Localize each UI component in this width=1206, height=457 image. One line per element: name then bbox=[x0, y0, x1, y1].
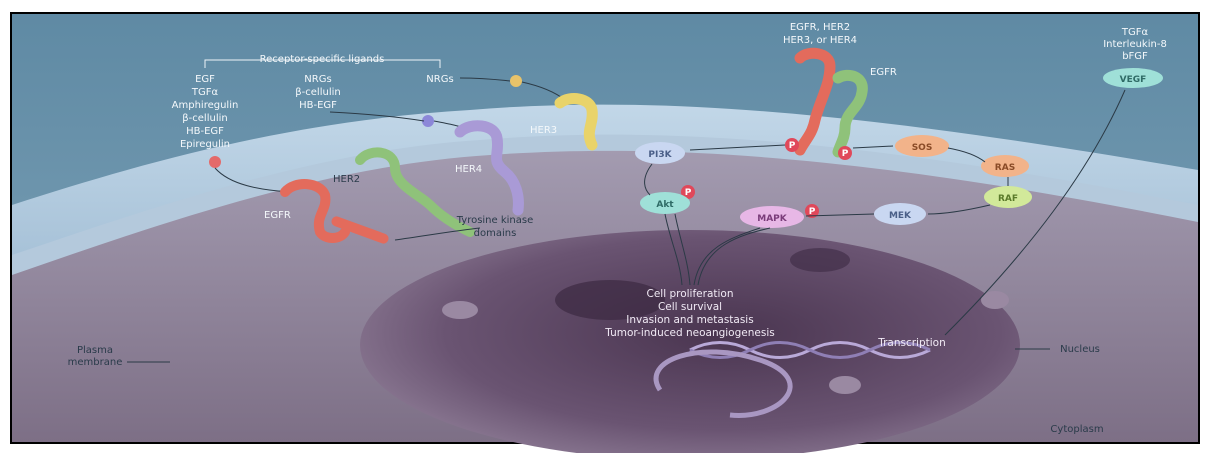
nuclear-pore-2 bbox=[442, 301, 478, 319]
node-pi3k-label: PI3K bbox=[648, 150, 672, 160]
label-transcription: Transcription bbox=[877, 337, 946, 349]
node-mek-label: MEK bbox=[889, 211, 912, 221]
phospho-3-label: P bbox=[685, 188, 692, 198]
node-pi3k: PI3K bbox=[635, 142, 685, 164]
node-vegf: VEGF bbox=[1103, 68, 1163, 88]
label-plasma-1: Plasma bbox=[77, 345, 113, 356]
label-egfr-left: EGFR bbox=[264, 210, 291, 221]
ligand-ball-egf bbox=[209, 156, 221, 168]
label-her2: HER2 bbox=[333, 174, 360, 185]
node-ras-label: RAS bbox=[995, 163, 1015, 173]
outcome-2: Cell survival bbox=[658, 301, 722, 313]
node-mek: MEK bbox=[874, 203, 926, 225]
label-her3: HER3 bbox=[530, 125, 557, 136]
label-cytoplasm: Cytoplasm bbox=[1050, 424, 1103, 435]
kinase-label-1: Tyrosine kinase bbox=[456, 215, 534, 226]
label-her4: HER4 bbox=[455, 164, 482, 175]
outcome-4: Tumor-induced neoangiogenesis bbox=[604, 327, 774, 339]
node-akt: Akt bbox=[640, 192, 690, 214]
ligand-g2-0: NRGs bbox=[304, 74, 331, 85]
ligand-g3: NRGs bbox=[426, 74, 453, 85]
outcome-3: Invasion and metastasis bbox=[626, 314, 753, 326]
node-raf: RAF bbox=[984, 186, 1032, 208]
ligand-bracket-title: Receptor-specific ligands bbox=[260, 54, 385, 65]
node-mapk: MAPK bbox=[740, 206, 804, 228]
node-vegf-label: VEGF bbox=[1120, 75, 1147, 85]
kinase-label-2: domains bbox=[474, 228, 517, 239]
secreted-line-2: Interleukin-8 bbox=[1103, 39, 1167, 50]
node-ras: RAS bbox=[981, 155, 1029, 177]
label-plasma-2: membrane bbox=[68, 357, 123, 368]
phospho-2-label: P bbox=[842, 149, 849, 159]
node-raf-label: RAF bbox=[998, 194, 1018, 204]
ligand-g1-2: Amphiregulin bbox=[172, 100, 239, 111]
secreted-line-3: bFGF bbox=[1122, 51, 1148, 62]
ligand-g1-4: HB-EGF bbox=[186, 126, 224, 137]
label-dimer-top-2: HER3, or HER4 bbox=[783, 35, 857, 46]
ligand-g1-3: β-cellulin bbox=[182, 113, 227, 124]
nuclear-pore-1 bbox=[790, 248, 850, 272]
ligand-g1-0: EGF bbox=[195, 74, 215, 85]
nuclear-pore-3 bbox=[829, 376, 861, 394]
ligand-g2-2: HB-EGF bbox=[299, 100, 337, 111]
node-akt-label: Akt bbox=[656, 200, 674, 210]
ligand-ball-nrg-her3 bbox=[510, 75, 522, 87]
ligand-g1-5: Epiregulin bbox=[180, 139, 230, 150]
node-sos: SOS bbox=[895, 135, 949, 157]
label-nucleus: Nucleus bbox=[1060, 344, 1100, 355]
node-mapk-label: MAPK bbox=[757, 214, 788, 224]
secreted-line-1: TGFα bbox=[1121, 27, 1149, 38]
node-sos-label: SOS bbox=[912, 143, 933, 153]
label-dimer-right: EGFR bbox=[870, 67, 897, 78]
ligand-g1-1: TGFα bbox=[191, 87, 219, 98]
ligand-g2-1: β-cellulin bbox=[295, 87, 340, 98]
label-dimer-top-1: EGFR, HER2 bbox=[790, 22, 850, 33]
outcome-1: Cell proliferation bbox=[647, 288, 734, 300]
phospho-1-label: P bbox=[789, 141, 796, 151]
